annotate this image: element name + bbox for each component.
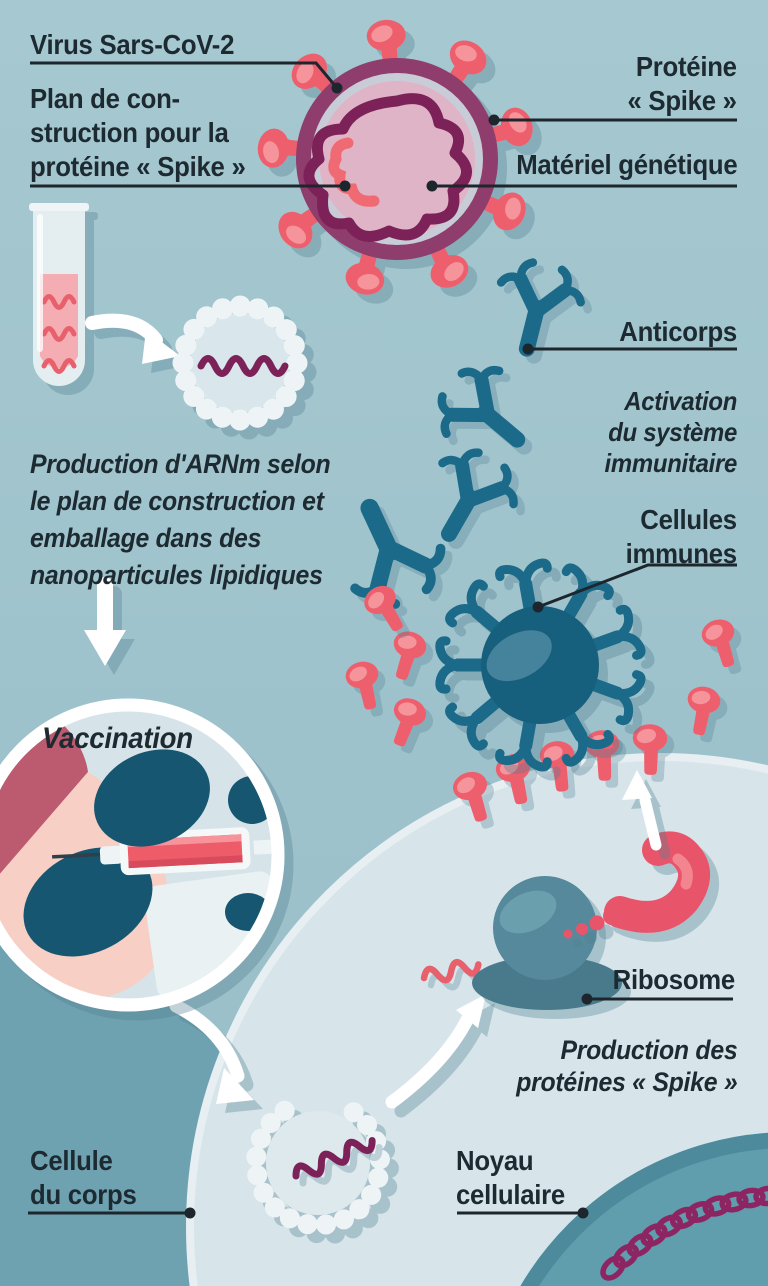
immune-activation-label: Activation du système immunitaire — [604, 386, 737, 478]
leader-lines — [28, 61, 737, 1219]
immune-cells-label: Cellules immunes — [625, 504, 737, 569]
arrow-protein-to-membrane — [622, 770, 662, 851]
arrow-tube-to-nanoparticle — [85, 313, 180, 364]
antibodies-label: Anticorps — [619, 316, 737, 347]
immune-cell-icon — [440, 562, 642, 768]
cell-nucleus-label: Noyau cellulaire — [456, 1145, 565, 1210]
arrow-mrna-to-ribosome — [385, 994, 486, 1109]
cell-nucleus-shape — [520, 1132, 768, 1286]
vaccination-scene — [0, 698, 285, 1012]
ribosome-label: Ribosome — [612, 964, 736, 995]
test-tube-icon — [29, 203, 89, 386]
genetic-material-icon — [303, 93, 472, 242]
vaccination-label: Vaccination — [42, 722, 193, 755]
virus-icon — [256, 18, 537, 299]
spike-plan-label: Plan de con- struction pour la protéine … — [30, 83, 246, 182]
glove-hand-upper — [94, 749, 210, 847]
glove-hand-lower — [23, 847, 153, 957]
magnifier-ring — [0, 698, 285, 1012]
rna-pink-segment — [328, 137, 380, 207]
spike-protein-chain-icon — [563, 831, 710, 939]
arrow-vaccine-to-cell — [169, 999, 254, 1104]
arrow-down-to-vaccination — [84, 577, 126, 666]
spike-production-label: Production des protéines « Spike » — [515, 1035, 737, 1097]
body-cell-label: Cellule du corps — [30, 1145, 137, 1210]
mrna-production-label: Production d'ARNm selon le plan de const… — [30, 449, 331, 590]
spike-protein-label: Protéine « Spike » — [627, 51, 737, 116]
sleeve-shape — [0, 707, 88, 912]
genetic-material-label: Matériel génétique — [515, 149, 737, 180]
dna-coil-icon — [600, 1185, 768, 1281]
virus-title-label: Virus Sars-CoV-2 — [30, 29, 235, 60]
